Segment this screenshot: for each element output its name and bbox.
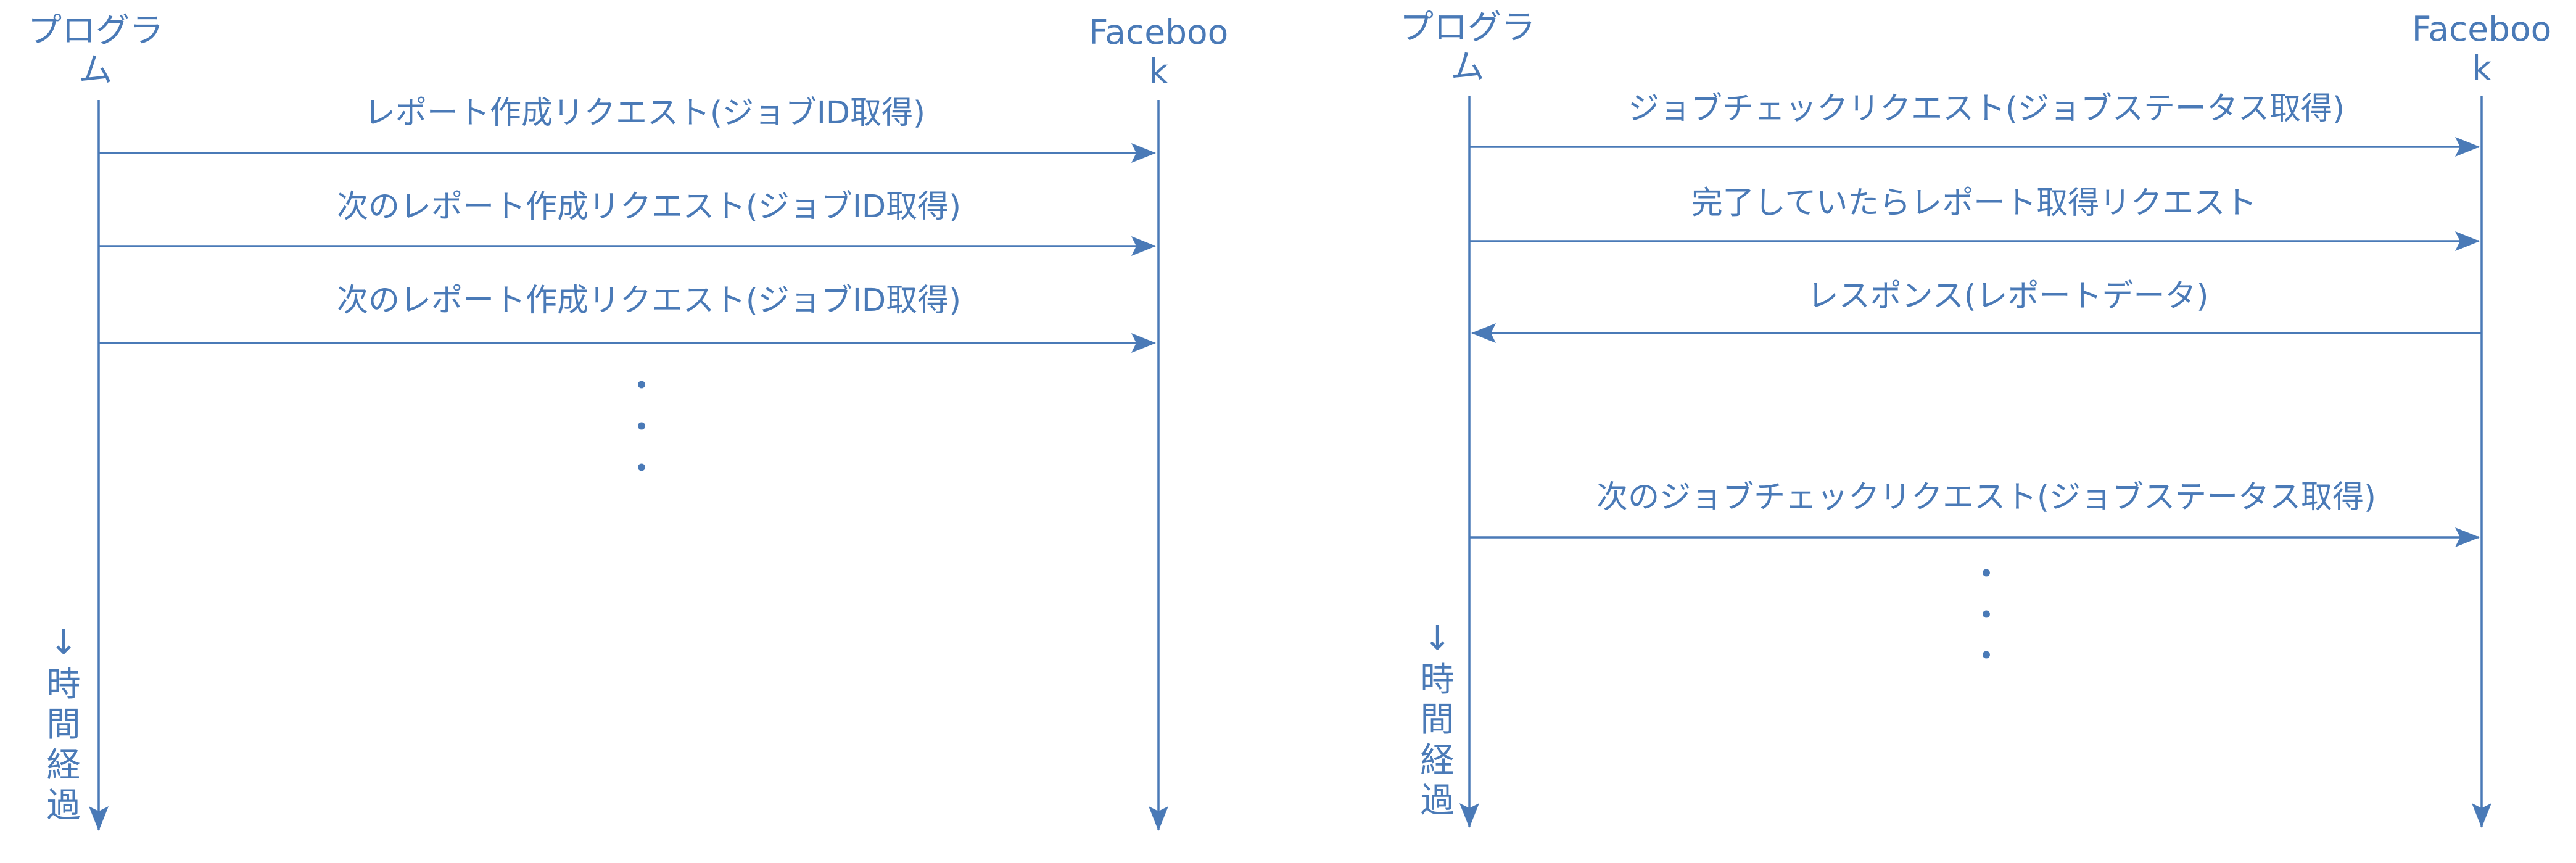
left-time-char-1: 時	[46, 664, 80, 704]
right-time-arrow: ↓	[1423, 618, 1451, 658]
right-program-label-cont: ム	[1450, 47, 1484, 86]
right-facebook-label: Faceboo	[2412, 9, 2552, 49]
right-ellipsis-dot-3: ・	[1969, 637, 2004, 677]
left-time-char-4: 過	[46, 785, 80, 825]
left-ellipsis-dot-3: ・	[624, 449, 659, 489]
right-program-label: プログラ	[1400, 7, 1535, 47]
right-time-char-2: 間	[1420, 700, 1454, 739]
left-facebook-label: Faceboo	[1089, 12, 1229, 52]
left-program-label: プログラ	[28, 10, 163, 50]
left-ellipsis-dot-2: ・	[624, 408, 659, 448]
right-sequence-diagram: プログラ ム Faceboo k ジョブチェックリクエスト(ジョブステータス取得…	[1400, 7, 2552, 828]
left-time-char-2: 間	[46, 704, 80, 744]
left-program-label-cont: ム	[78, 50, 112, 89]
left-message-label-3: 次のレポート作成リクエスト(ジョブID取得)	[337, 283, 961, 319]
right-ellipsis-dot-1: ・	[1969, 555, 2004, 595]
right-message-label-3: レスポンス(レポートデータ)	[1807, 278, 2209, 315]
right-message-label-1: ジョブチェックリクエスト(ジョブステータス取得)	[1628, 91, 2345, 127]
left-message-label-2: 次のレポート作成リクエスト(ジョブID取得)	[337, 189, 961, 225]
right-message-label-4: 次のジョブチェックリクエスト(ジョブステータス取得)	[1596, 479, 2376, 516]
right-ellipsis-dot-2: ・	[1969, 596, 2004, 636]
left-time-char-3: 経	[46, 745, 80, 785]
left-sequence-diagram: プログラ ム Faceboo k レポート作成リクエスト(ジョブID取得) 次の…	[28, 10, 1229, 831]
left-message-label-1: レポート作成リクエスト(ジョブID取得)	[364, 95, 925, 131]
right-facebook-label-cont: k	[2472, 49, 2491, 88]
left-time-arrow: ↓	[49, 622, 78, 662]
left-facebook-label-cont: k	[1149, 52, 1168, 91]
right-time-char-1: 時	[1420, 659, 1454, 699]
right-time-char-3: 経	[1420, 740, 1454, 780]
right-message-label-2: 完了していたらレポート取得リクエスト	[1691, 185, 2256, 221]
left-ellipsis-dot-1: ・	[624, 366, 659, 407]
right-time-char-4: 過	[1420, 780, 1454, 820]
